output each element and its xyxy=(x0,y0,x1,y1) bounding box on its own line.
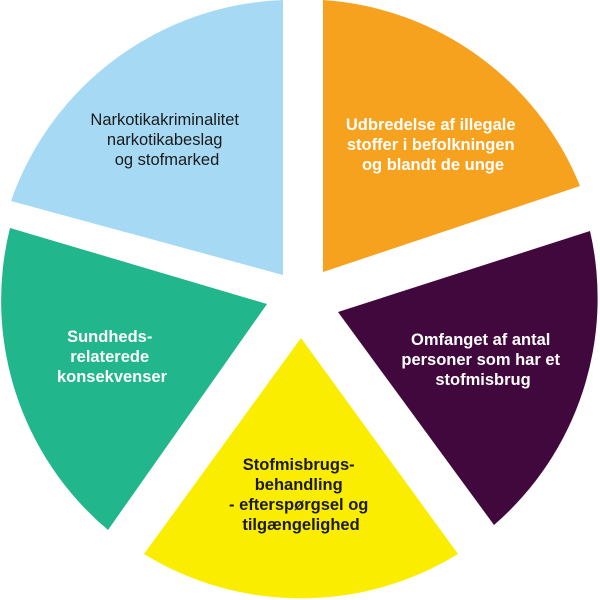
segment-drug-abuse-extent-line-1: Omfanget af antal xyxy=(411,331,550,349)
segment-drug-abuse-treatment-label: Stofmisbrugs- behandling - efterspørgsel… xyxy=(229,456,373,534)
segment-illegal-drug-prevalence-wedge xyxy=(323,0,580,272)
segment-illegal-drug-prevalence-label: Udbredelse af illegale stoffer i befolkn… xyxy=(346,116,520,174)
segment-drug-abuse-treatment-line-4: tilgængelighed xyxy=(242,516,359,534)
segment-illegal-drug-prevalence-line-2: stoffer i befolkningen xyxy=(347,136,515,154)
segment-health-consequences-wedge xyxy=(1,228,268,530)
segment-health-consequences-label: Sundheds- relaterede konsekvenser xyxy=(57,328,168,386)
segment-health-consequences-line-3: konsekvenser xyxy=(57,368,168,386)
segment-drug-abuse-treatment-line-3: - efterspørgsel og xyxy=(229,496,368,514)
segment-drug-crime-label: Narkotikakriminalitet narkotikabeslag og… xyxy=(90,111,243,169)
segment-drug-abuse-extent-wedge xyxy=(338,231,598,525)
segment-drug-abuse-extent-label: Omfanget af antal personer som har et st… xyxy=(401,331,564,389)
segment-drug-abuse-extent-line-2: personer som har et xyxy=(401,351,560,369)
segment-drug-crime-wedge xyxy=(11,0,283,275)
segment-health-consequences-line-2: relaterede xyxy=(70,348,149,366)
segment-illegal-drug-prevalence: Udbredelse af illegale stoffer i befolkn… xyxy=(323,0,580,272)
segment-drug-crime-line-3: og stofmarked xyxy=(115,151,220,169)
segment-drug-abuse-extent: Omfanget af antal personer som har et st… xyxy=(338,231,598,525)
segment-illegal-drug-prevalence-line-3: og blandt de unge xyxy=(362,156,504,174)
segment-illegal-drug-prevalence-line-1: Udbredelse af illegale xyxy=(346,116,516,134)
segment-drug-abuse-treatment: Stofmisbrugs- behandling - efterspørgsel… xyxy=(144,338,458,599)
segment-drug-abuse-treatment-line-1: Stofmisbrugs- xyxy=(243,456,355,474)
segment-health-consequences: Sundheds- relaterede konsekvenser xyxy=(1,228,268,530)
segment-drug-crime: Narkotikakriminalitet narkotikabeslag og… xyxy=(11,0,283,275)
segment-drug-abuse-treatment-wedge xyxy=(144,338,458,599)
segment-drug-abuse-extent-line-3: stofmisbrug xyxy=(435,371,530,389)
segment-drug-crime-line-1: Narkotikakriminalitet xyxy=(90,111,239,129)
segment-drug-crime-line-2: narkotikabeslag xyxy=(107,131,223,149)
segment-drug-abuse-treatment-line-2: behandling xyxy=(255,476,343,494)
segment-health-consequences-line-1: Sundheds- xyxy=(67,328,152,346)
